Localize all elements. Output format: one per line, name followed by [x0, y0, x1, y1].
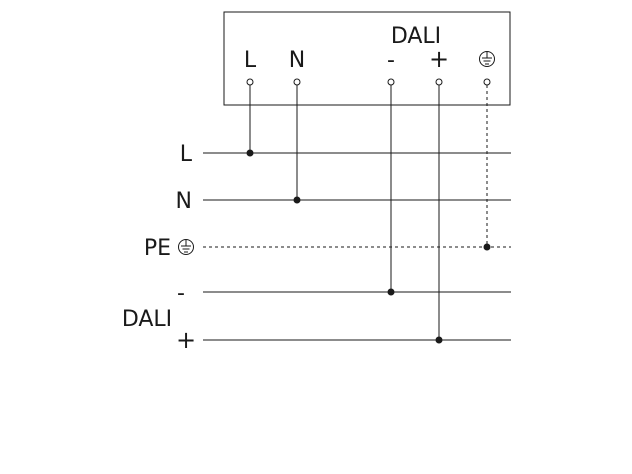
junction-dali-plus [435, 336, 443, 344]
terminal-dali-plus [435, 78, 443, 86]
junction-L [246, 149, 254, 157]
bus-label-N: N [176, 189, 192, 214]
terminal-pe [483, 78, 491, 86]
terminal-label-N: N [289, 48, 305, 73]
junction-dali-minus [387, 288, 395, 296]
bus-label-PE: PE [144, 236, 171, 261]
terminal-label-dali-minus: - [387, 48, 395, 73]
terminal-label-L: L [244, 48, 257, 73]
terminal-label-dali-plus: + [429, 45, 449, 73]
device-dali-label: DALI [391, 24, 441, 49]
junction-N [293, 196, 301, 204]
earth-ground-icon [479, 51, 495, 67]
pe-ground-icon [178, 239, 194, 255]
terminal-dali-minus [387, 78, 395, 86]
bus-label-L: L [180, 142, 193, 167]
terminal-N [293, 78, 301, 86]
bus-label-dali-plus: + [176, 326, 196, 354]
device-box [223, 11, 511, 106]
bus-label-dali-minus: - [177, 281, 185, 306]
terminal-L [246, 78, 254, 86]
junction-PE [483, 243, 491, 251]
bus-label-dali: DALI [122, 307, 172, 332]
